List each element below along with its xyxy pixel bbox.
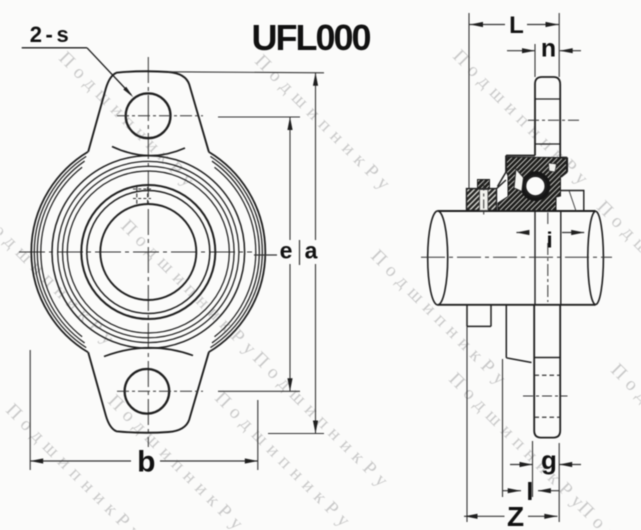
- svg-text:e: e: [280, 238, 293, 264]
- svg-text:n: n: [541, 35, 556, 63]
- svg-text:a: a: [305, 238, 318, 264]
- svg-text:i: i: [546, 228, 552, 253]
- svg-text:Z: Z: [507, 501, 524, 530]
- svg-text:g: g: [541, 445, 557, 475]
- svg-text:b: b: [137, 446, 155, 479]
- svg-text:UFL000: UFL000: [251, 17, 370, 58]
- svg-text:L: L: [509, 12, 524, 39]
- svg-text:2-s: 2-s: [30, 22, 73, 47]
- svg-text:l: l: [526, 478, 533, 506]
